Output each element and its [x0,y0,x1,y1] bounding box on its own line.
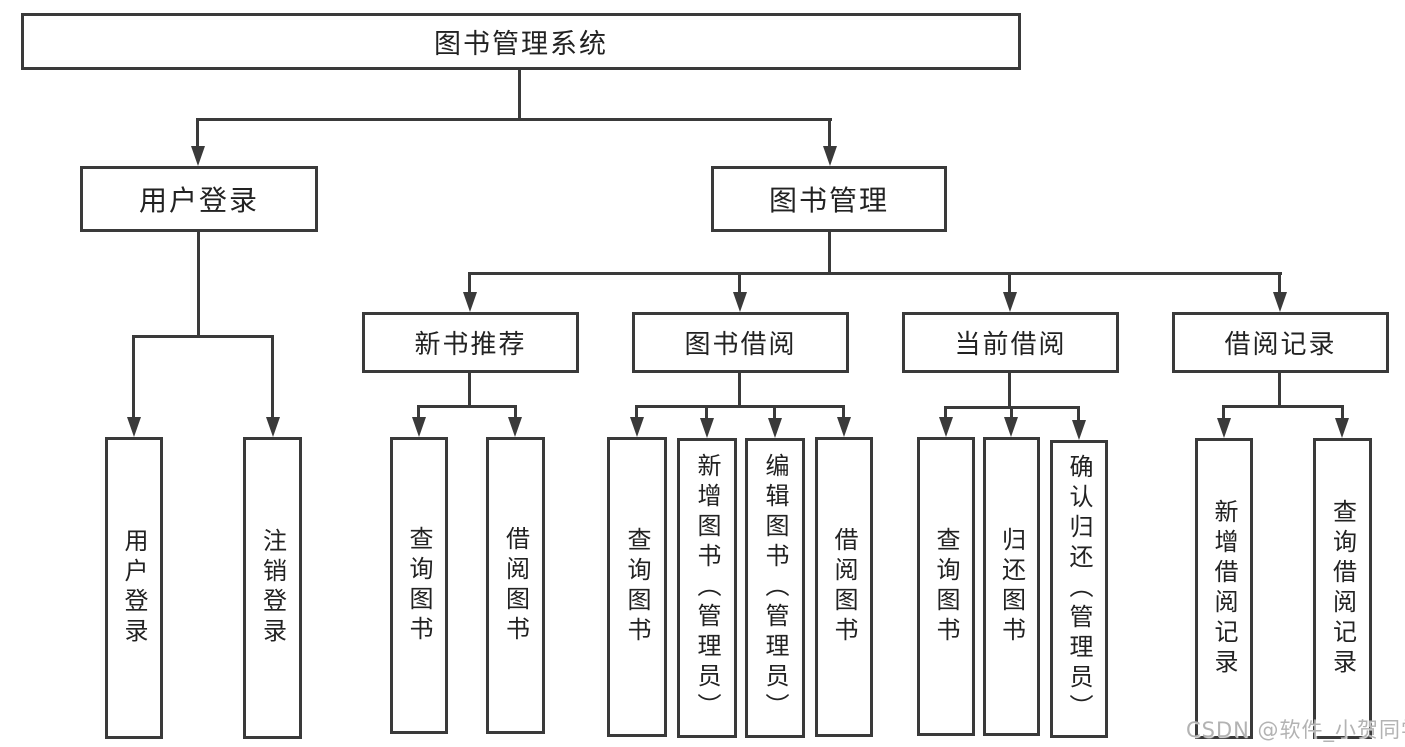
node-label: 借阅记录 [1224,330,1337,360]
arrow-down-icon [412,417,426,437]
connector-line [1222,405,1225,422]
node-label: 图书借阅 [684,330,797,360]
connector-line [1008,372,1011,406]
arrow-down-icon [939,417,953,437]
node-label: 确认归还（管理员） [1065,454,1093,724]
leaf-newbook-query-books: 查询图书 [390,437,448,734]
node-library-management-system: 图书管理系统 [21,13,1021,70]
connector-line [1008,272,1011,296]
connector-line [514,405,517,421]
connector-line [842,405,845,421]
leaf-newbook-borrow-books: 借阅图书 [486,437,545,734]
arrow-down-icon [1335,418,1349,438]
node-label: 归还图书 [997,526,1026,647]
connector-line [1010,406,1013,421]
connector-line [944,406,947,421]
connector-line [1278,372,1281,405]
node-book-borrowing: 图书借阅 [632,312,849,373]
connector-line [132,335,274,338]
node-label: 借阅图书 [501,525,530,646]
node-current-borrowing: 当前借阅 [902,312,1119,373]
node-new-book-recommendation: 新书推荐 [362,312,579,373]
node-label: 用户登录 [138,184,259,217]
node-label: 新增借阅记录 [1210,498,1238,679]
arrow-down-icon [823,146,837,166]
connector-line [635,405,638,421]
connector-line [738,372,741,405]
node-label: 图书管理 [768,184,889,217]
connector-line [196,118,199,150]
arrow-down-icon [1072,420,1086,440]
connector-line [468,272,471,296]
node-label: 用户登录 [120,528,148,648]
arrow-down-icon [837,417,851,437]
arrow-down-icon [266,417,280,437]
node-label: 借阅图书 [830,527,858,647]
arrow-down-icon [1273,292,1287,312]
leaf-borrowing-edit-books-admin: 编辑图书（管理员） [745,438,805,738]
connector-line [518,70,521,118]
leaf-borrowing-borrow-books: 借阅图书 [815,437,873,737]
leaf-current-confirm-return-admin: 确认归还（管理员） [1050,440,1108,738]
node-label: 编辑图书（管理员） [761,453,789,723]
arrow-down-icon [1004,417,1018,437]
node-label: 查询借阅记录 [1328,498,1357,679]
connector-line [468,272,1282,275]
leaf-records-add-borrow-record: 新增借阅记录 [1195,438,1253,739]
arrow-down-icon [1217,418,1231,438]
leaf-current-query-books: 查询图书 [917,437,975,736]
node-label: 查询图书 [932,526,960,647]
connector-line [828,118,831,150]
arrow-down-icon [630,417,644,437]
node-label: 注销登录 [258,528,287,648]
connector-line [417,405,420,421]
watermark: CSDN @软件_小贺同学 [1186,718,1405,742]
arrow-down-icon [1003,292,1017,312]
arrow-down-icon [700,418,714,438]
leaf-logout: 注销登录 [243,437,302,739]
node-label: 当前借阅 [954,330,1067,360]
connector-line [738,272,741,296]
connector-line [1077,406,1080,424]
leaf-current-return-books: 归还图书 [983,437,1040,736]
leaf-borrowing-query-books: 查询图书 [607,437,667,737]
connector-line [1341,405,1344,422]
connector-line [1222,405,1344,408]
connector-line [196,118,832,121]
connector-line [197,231,200,335]
node-user-login: 用户登录 [80,166,318,232]
node-label: 查询图书 [623,527,651,647]
connector-line [828,231,831,272]
connector-line [705,405,708,421]
arrow-down-icon [191,146,205,166]
connector-line [1278,272,1281,296]
leaf-records-query-borrow-record: 查询借阅记录 [1313,438,1372,739]
connector-line [417,405,517,408]
node-label: 新书推荐 [414,330,527,360]
arrow-down-icon [463,292,477,312]
connector-line [132,335,135,422]
leaf-user-login: 用户登录 [105,437,163,739]
connector-line [468,372,471,405]
node-label: 查询图书 [405,525,433,646]
arrow-down-icon [768,418,782,438]
leaf-borrowing-add-books-admin: 新增图书（管理员） [677,438,737,738]
connector-line [635,405,845,408]
arrow-down-icon [508,417,522,437]
node-book-management: 图书管理 [711,166,947,232]
connector-line [271,335,274,422]
node-label: 新增图书（管理员） [693,453,721,723]
arrow-down-icon [733,292,747,312]
node-borrowing-records: 借阅记录 [1172,312,1389,373]
arrow-down-icon [127,417,141,437]
connector-line [773,405,776,421]
node-label: 图书管理系统 [434,29,608,60]
